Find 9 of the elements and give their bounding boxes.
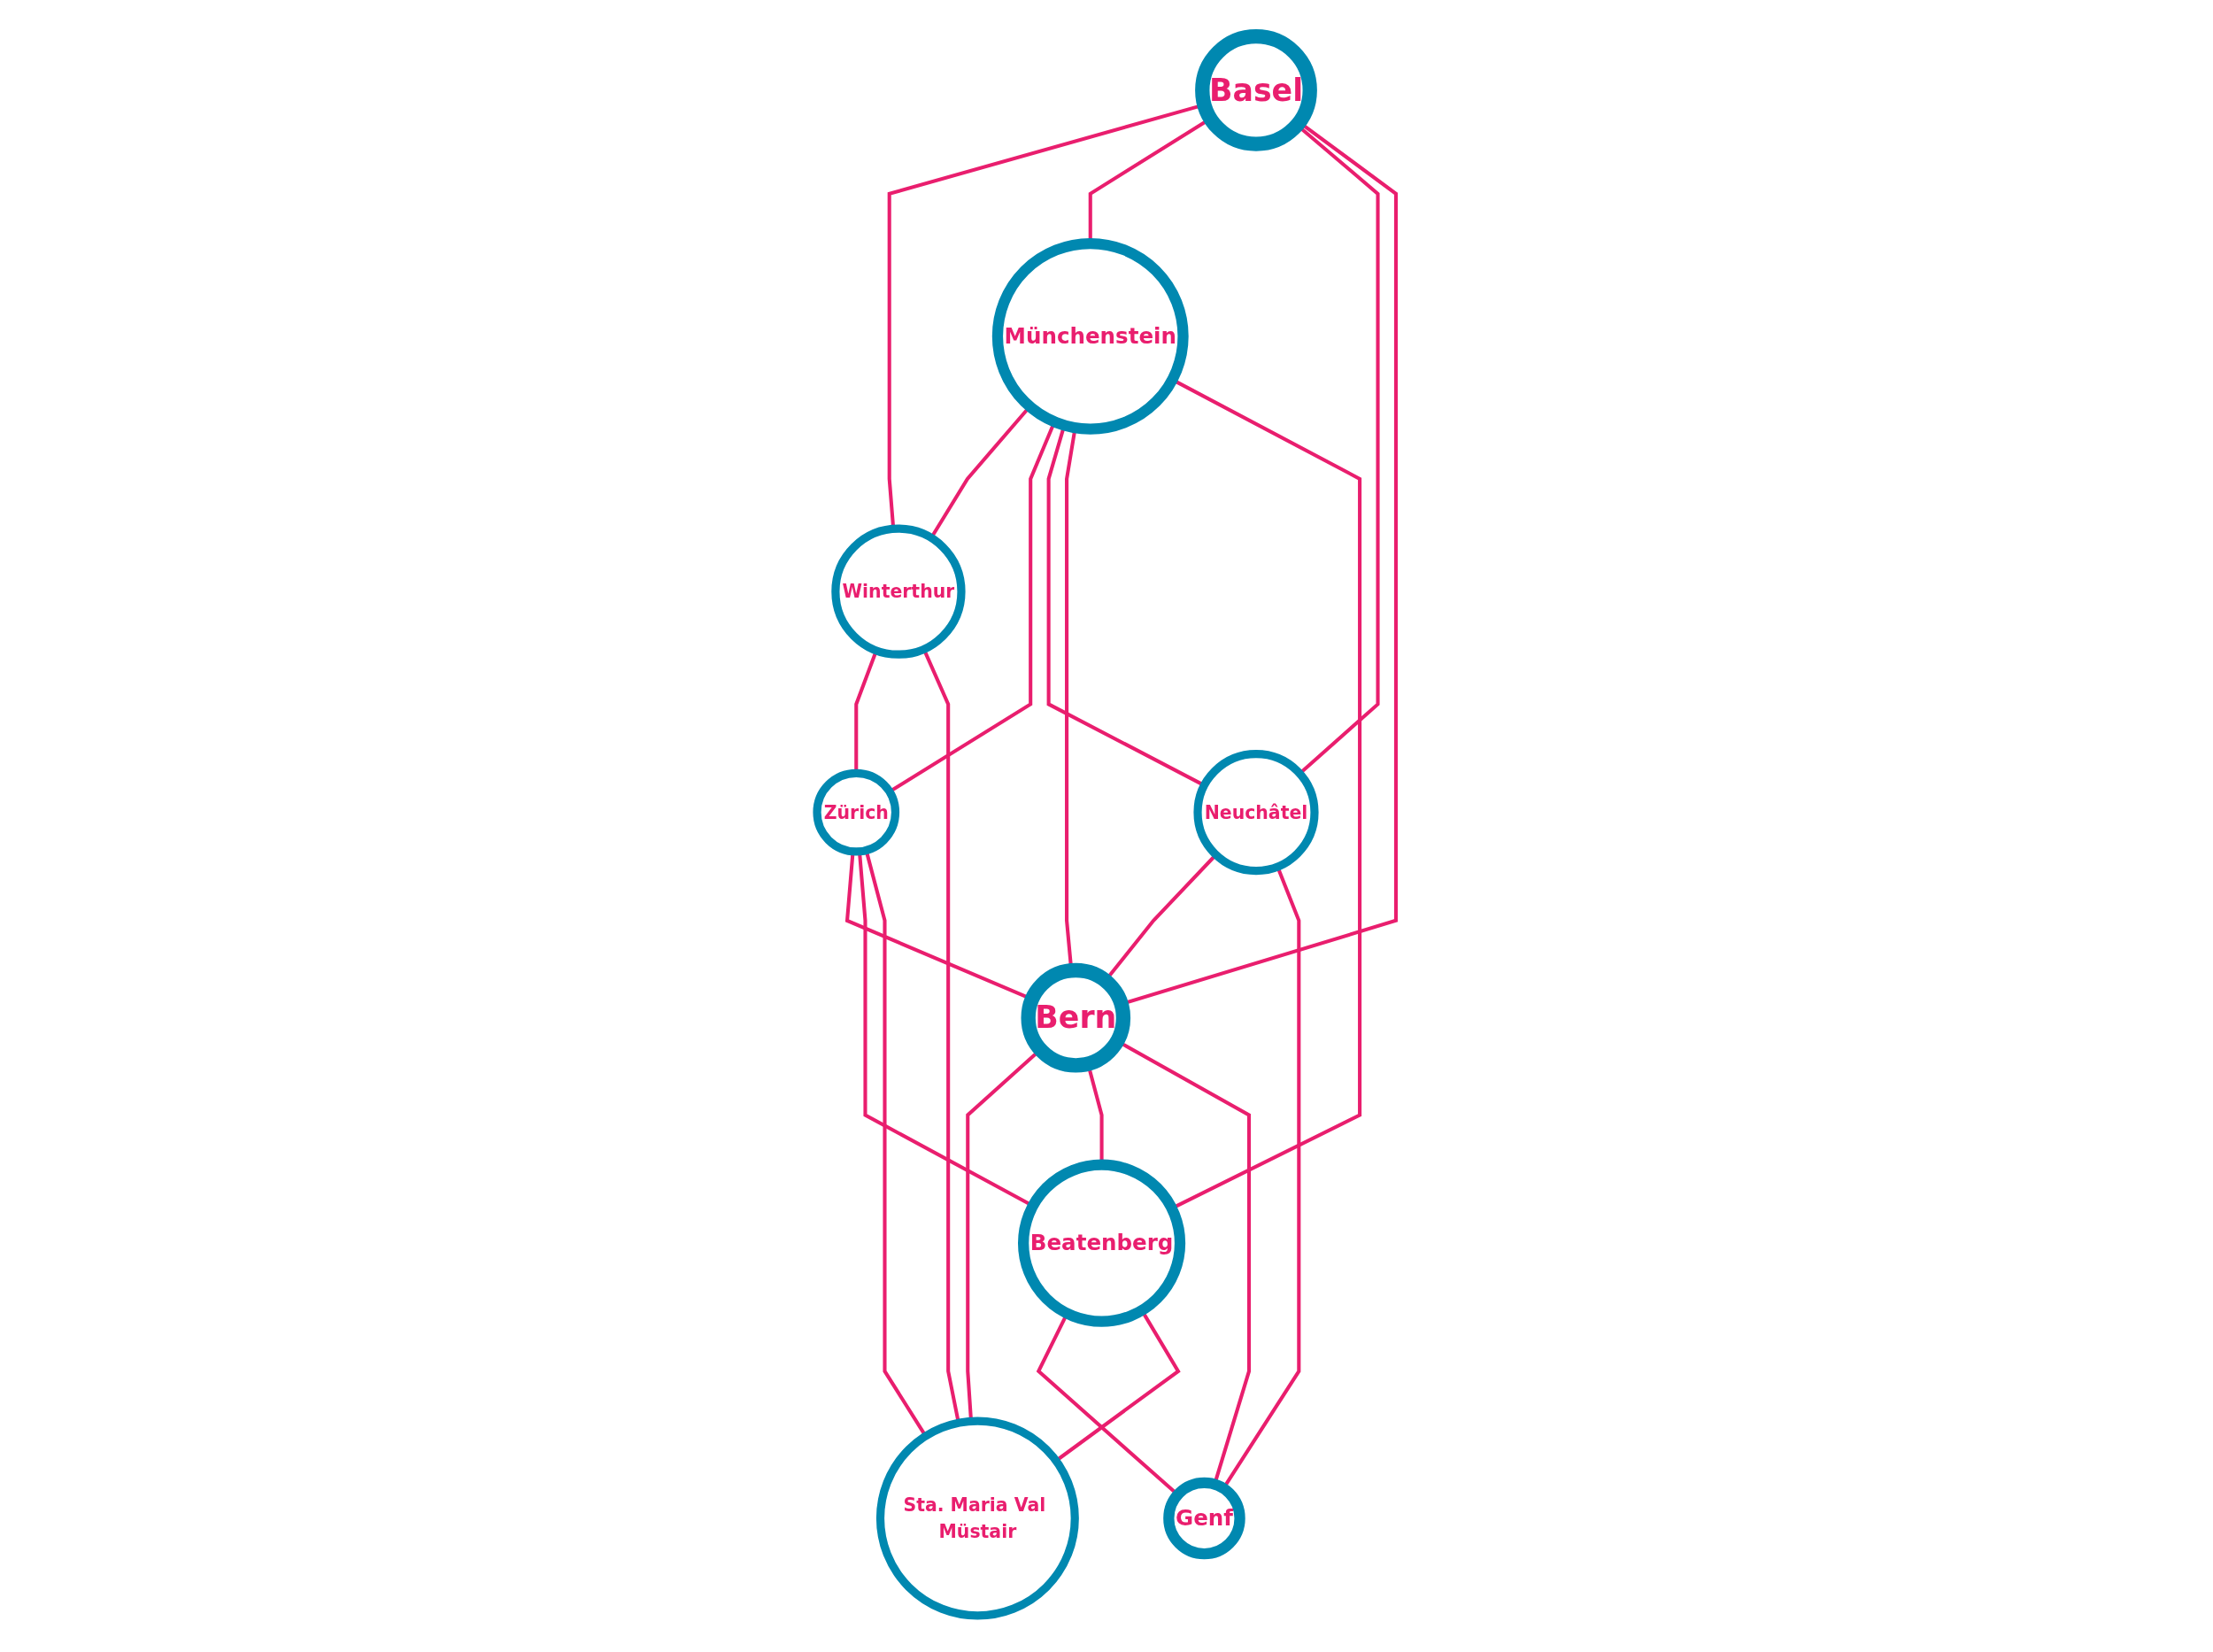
node-circle: Beatenberg <box>1018 1159 1186 1327</box>
node-circle: Neuchâtel <box>1193 750 1319 876</box>
node-circle: Sta. Maria Val Müstair <box>875 1417 1079 1620</box>
node-circle: Bern <box>1021 962 1131 1073</box>
node-circle: Basel <box>1195 29 1317 151</box>
node-circle: Genf <box>1163 1477 1245 1560</box>
node-circle: Winterthur <box>831 524 966 659</box>
node-circle: Münchenstein <box>991 237 1189 435</box>
node-circle: Zürich <box>813 768 900 856</box>
